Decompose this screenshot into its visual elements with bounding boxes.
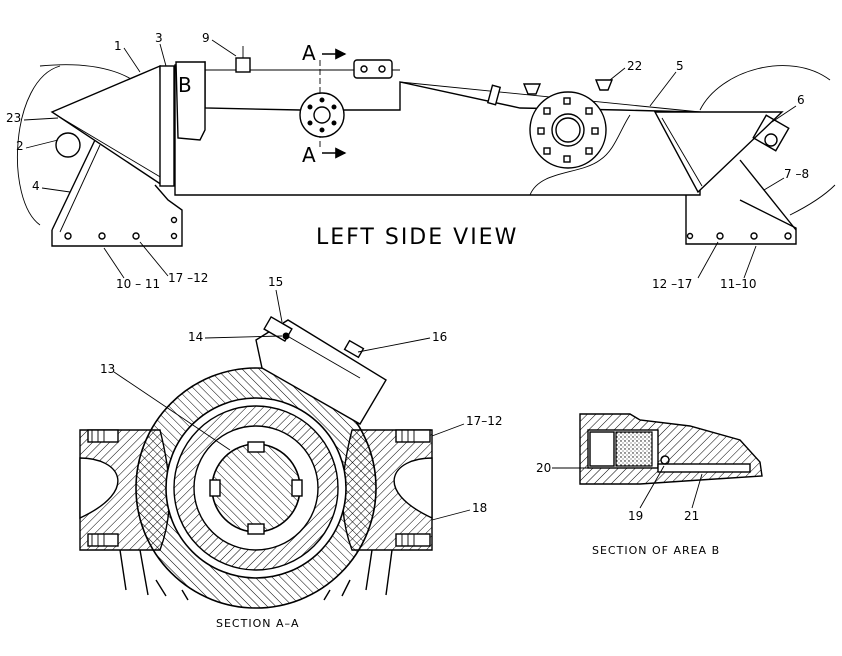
- callout-4: 4: [32, 179, 40, 193]
- spline-teeth: [209, 441, 303, 535]
- fitting-9: [235, 57, 251, 73]
- section-aa-callouts: 15 14 16 13 17–12 18: [100, 275, 503, 521]
- area-b-plate: [589, 431, 615, 467]
- callout-17-12-section: 17–12: [466, 414, 503, 428]
- right-brace: [739, 159, 797, 231]
- section-aa: SECTION A–A: [79, 315, 433, 630]
- callout-11-10: 11–10: [720, 277, 757, 291]
- lower-legs: [119, 549, 393, 596]
- callout-19: 19: [628, 509, 643, 523]
- area-b-seal: [615, 431, 653, 467]
- right-cone-guard: [653, 111, 784, 194]
- top-clamp: [353, 59, 393, 79]
- fitting-22b: [594, 79, 614, 91]
- frame-body: [174, 61, 701, 196]
- left-brace-2: [59, 144, 101, 233]
- callout-21: 21: [684, 509, 699, 523]
- area-b-block: [175, 61, 206, 141]
- section-bolts-right: [395, 429, 431, 547]
- left-brace: [51, 139, 96, 231]
- callout-1: 1: [114, 39, 122, 53]
- left-bolts: [64, 216, 178, 240]
- right-bracket: [685, 195, 797, 245]
- left-cone-inner: [57, 115, 163, 179]
- callout-16: 16: [432, 330, 447, 344]
- callout-9: 9: [202, 31, 210, 45]
- left-housing-window: [79, 457, 119, 520]
- callout-14: 14: [188, 330, 203, 344]
- callout-22: 22: [627, 59, 642, 73]
- section-aa-title: SECTION A–A: [216, 617, 300, 630]
- callout-17-12-left: 17 –12: [168, 271, 208, 285]
- shaft: [211, 443, 301, 533]
- callout-20: 20: [536, 461, 551, 475]
- fitting-small: [486, 84, 502, 106]
- left-side-view: B A A: [17, 41, 836, 250]
- left-wheel-outline: [17, 65, 61, 226]
- right-wheel-hub-box: [752, 114, 790, 152]
- callout-7-8: 7 –8: [784, 167, 809, 181]
- callout-18: 18: [472, 501, 487, 515]
- left-end-plate: [159, 65, 175, 187]
- callout-6: 6: [797, 93, 805, 107]
- left-side-view-title: LEFT SIDE VIEW: [316, 225, 518, 250]
- callout-5: 5: [676, 59, 684, 73]
- left-wheel-hub: [55, 132, 81, 158]
- right-flange: [529, 91, 607, 169]
- callout-23: 23: [6, 111, 21, 125]
- section-bolts-left: [87, 429, 119, 547]
- left-bracket: [51, 184, 183, 247]
- callout-13: 13: [100, 362, 115, 376]
- right-wheel-outline-lower: [789, 184, 836, 216]
- callout-2: 2: [16, 139, 24, 153]
- right-wheel-outline: [699, 65, 831, 111]
- callout-15: 15: [268, 275, 283, 289]
- area-b-marker: B: [178, 73, 192, 97]
- frame-cutaway: [529, 114, 631, 196]
- left-view-callouts: 1 3 9 22 5 6 23 2 4 7 –8 10 – 11 17 –12 …: [6, 31, 809, 291]
- center-flange: [299, 92, 345, 138]
- left-cone-guard: [50, 64, 163, 187]
- callout-12-17: 12 –17: [652, 277, 692, 291]
- right-housing-window: [393, 457, 433, 520]
- section-area-b: SECTION OF AREA B: [579, 413, 763, 557]
- section-a-bottom-label: A: [302, 143, 316, 167]
- section-a-top-label: A: [302, 41, 316, 65]
- area-b-callouts: 20 19 21: [536, 461, 703, 523]
- section-area-b-title: SECTION OF AREA B: [592, 544, 720, 557]
- area-b-strip: [657, 463, 751, 473]
- callout-10-11: 10 – 11: [116, 277, 160, 291]
- callout-3: 3: [155, 31, 163, 45]
- fitting-22a: [522, 83, 542, 95]
- right-bolts: [686, 232, 792, 240]
